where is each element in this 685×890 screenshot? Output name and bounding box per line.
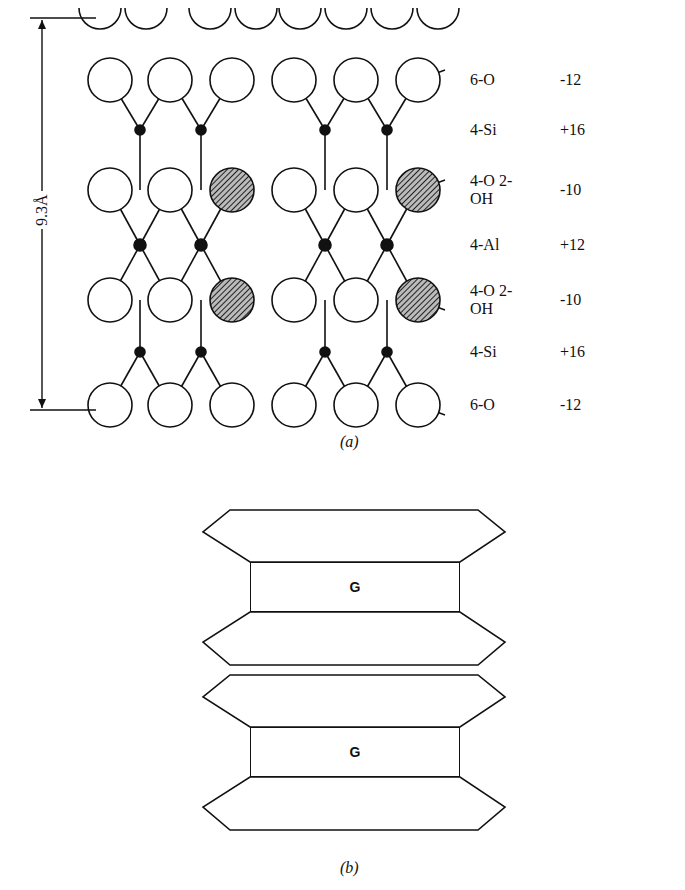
oxygen-atom — [272, 383, 316, 427]
row-label: 4-O 2-OH — [470, 172, 518, 209]
bond-line — [139, 130, 141, 190]
sheet-label: G — [350, 579, 361, 595]
row-label: 6-O — [470, 71, 495, 89]
bond-line — [139, 300, 141, 352]
silicon-atom — [382, 347, 392, 357]
hydroxyl-atom — [396, 278, 440, 322]
layer-symbol — [203, 510, 505, 830]
row-label: 4-Si — [470, 343, 497, 361]
oxygen-atom — [272, 58, 316, 102]
silicon-atom — [135, 125, 145, 135]
charge-label: -12 — [560, 396, 581, 414]
oxygen-arc — [371, 8, 413, 29]
silicon-atom — [320, 125, 330, 135]
oxygen-atom — [88, 58, 132, 102]
oxygen-atom — [334, 58, 378, 102]
oxygen-atom — [88, 168, 132, 212]
hydroxyl-atom — [396, 168, 440, 212]
bond-line — [386, 130, 388, 190]
oxygen-arc — [279, 8, 321, 29]
aluminium-atom — [381, 239, 393, 251]
oxygen-arc — [125, 8, 167, 29]
oxygen-atom — [148, 168, 192, 212]
oxygen-atom — [334, 168, 378, 212]
aluminium-atom — [195, 239, 207, 251]
silicon-atom — [196, 347, 206, 357]
oxygen-atom — [210, 383, 254, 427]
row-label: 4-Al — [470, 236, 499, 254]
oxygen-atom — [334, 278, 378, 322]
oxygen-atom — [272, 168, 316, 212]
octahedral-sheet-box: G — [250, 727, 460, 777]
oxygen-atom — [396, 383, 440, 427]
bond-line — [324, 300, 326, 352]
charge-label: -10 — [560, 291, 581, 309]
bond-line — [324, 130, 326, 190]
oxygen-atom — [396, 58, 440, 102]
aluminium-atom — [319, 239, 331, 251]
row-label: 6-O — [470, 396, 495, 414]
oxygen-atom — [148, 383, 192, 427]
silicon-atom — [135, 347, 145, 357]
dimension-label: 9.3Å — [31, 191, 53, 229]
sheet-label: G — [350, 744, 361, 760]
oxygen-atom — [88, 383, 132, 427]
oxygen-arc — [417, 8, 459, 29]
bond-line — [386, 300, 388, 352]
oxygen-atom — [210, 58, 254, 102]
oxygen-atom — [334, 383, 378, 427]
charge-label: -10 — [560, 181, 581, 199]
octahedral-sheet-box: G — [250, 562, 460, 612]
oxygen-arc — [189, 8, 231, 29]
row-label: 4-O 2-OH — [470, 282, 518, 319]
row-label: 4-Si — [470, 121, 497, 139]
oxygen-atom — [148, 278, 192, 322]
silicon-atom — [196, 125, 206, 135]
hydroxyl-atom — [210, 278, 254, 322]
figure-label: (a) — [340, 433, 359, 451]
dimension-line — [30, 18, 96, 410]
charge-label: +16 — [560, 343, 585, 361]
silicon-atom — [320, 347, 330, 357]
charge-label: +12 — [560, 236, 585, 254]
silicon-atom — [382, 125, 392, 135]
bond-line — [200, 130, 202, 190]
hydroxyl-atom — [210, 168, 254, 212]
aluminium-atom — [134, 239, 146, 251]
oxygen-arc — [325, 8, 367, 29]
oxygen-arc — [235, 8, 277, 29]
charge-label: +16 — [560, 121, 585, 139]
oxygen-atom — [148, 58, 192, 102]
figure-label: (b) — [340, 859, 359, 877]
charge-label: -12 — [560, 71, 581, 89]
bond-line — [200, 300, 202, 352]
oxygen-atom — [88, 278, 132, 322]
oxygen-atom — [272, 278, 316, 322]
